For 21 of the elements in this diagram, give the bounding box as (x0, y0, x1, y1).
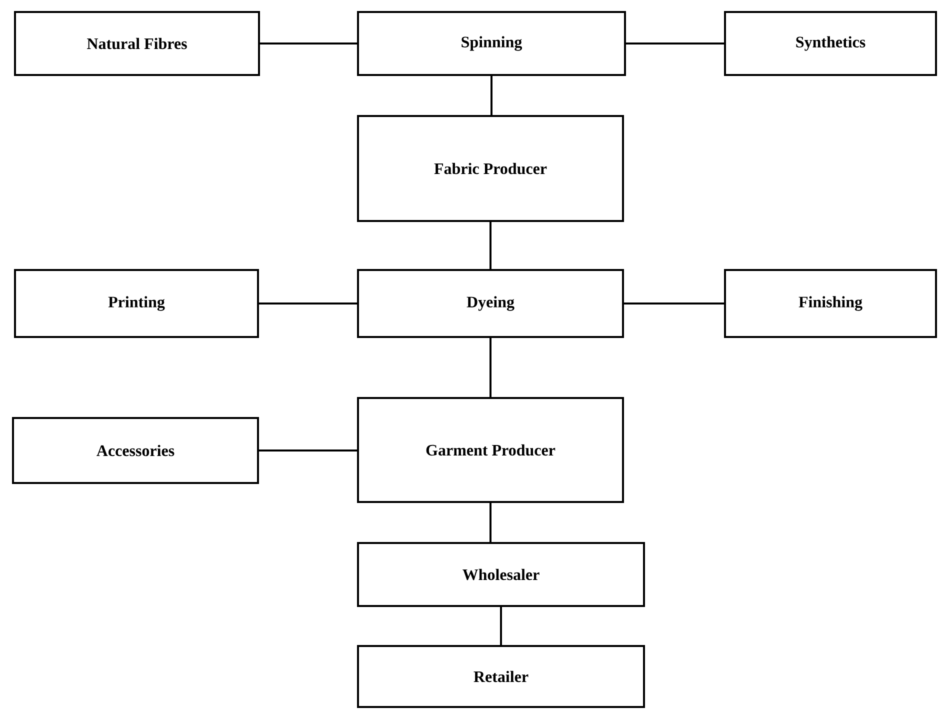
connector-line (624, 302, 724, 304)
process-box: Accessories (12, 417, 259, 484)
process-box: Retailer (357, 645, 645, 708)
connector-line (490, 338, 492, 397)
connector-line (490, 76, 492, 115)
process-box: Fabric Producer (357, 115, 624, 222)
connector-line (490, 222, 492, 269)
connector-line (259, 302, 357, 304)
connector-line (259, 450, 357, 452)
process-box: Printing (14, 269, 259, 338)
connector-line (626, 42, 724, 44)
process-box: Natural Fibres (14, 11, 260, 76)
process-box: Synthetics (724, 11, 937, 76)
process-box: Wholesaler (357, 542, 645, 607)
process-box: Dyeing (357, 269, 624, 338)
process-box: Garment Producer (357, 397, 624, 503)
process-box: Spinning (357, 11, 626, 76)
connector-line (260, 42, 357, 44)
connector-line (500, 607, 502, 645)
connector-line (490, 503, 492, 542)
process-box: Finishing (724, 269, 937, 338)
